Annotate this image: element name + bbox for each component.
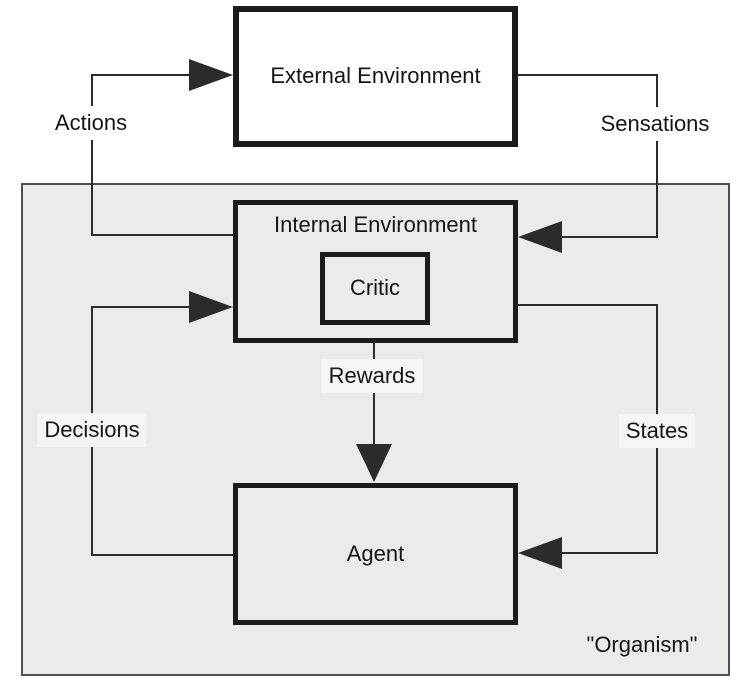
states-arrowhead-icon [518, 537, 562, 569]
actions-line-vertical [91, 74, 93, 236]
rewards-arrowhead-icon [356, 444, 392, 482]
sensations-arrowhead-icon [518, 221, 562, 253]
external-environment-box: External Environment [233, 6, 518, 147]
states-edge-label: States [618, 414, 696, 448]
organism-region-label: "Organism" [586, 632, 698, 657]
actions-edge-label: Actions [47, 106, 135, 140]
internal-environment-label: Internal Environment [274, 212, 477, 237]
decisions-arrowhead-icon [189, 291, 233, 323]
sensations-line-vertical [656, 74, 658, 238]
critic-label: Critic [349, 275, 401, 301]
states-line-top [512, 304, 658, 306]
sensations-line-top [512, 74, 658, 76]
decisions-line-top [91, 306, 191, 308]
critic-box: Critic [320, 252, 430, 325]
agent-label: Agent [346, 540, 405, 566]
actions-line-bottom [91, 234, 233, 236]
sensations-edge-label: Sensations [593, 107, 717, 141]
sensations-line-bottom [560, 236, 658, 238]
agent-box: Agent [233, 483, 518, 625]
rewards-edge-label: Rewards [321, 359, 423, 393]
decisions-line-bottom [91, 554, 233, 556]
actions-line-top [91, 74, 191, 76]
external-environment-label: External Environment [270, 63, 481, 89]
decisions-edge-label: Decisions [37, 413, 147, 447]
actions-arrowhead-icon [189, 59, 233, 91]
states-line-bottom [560, 552, 658, 554]
